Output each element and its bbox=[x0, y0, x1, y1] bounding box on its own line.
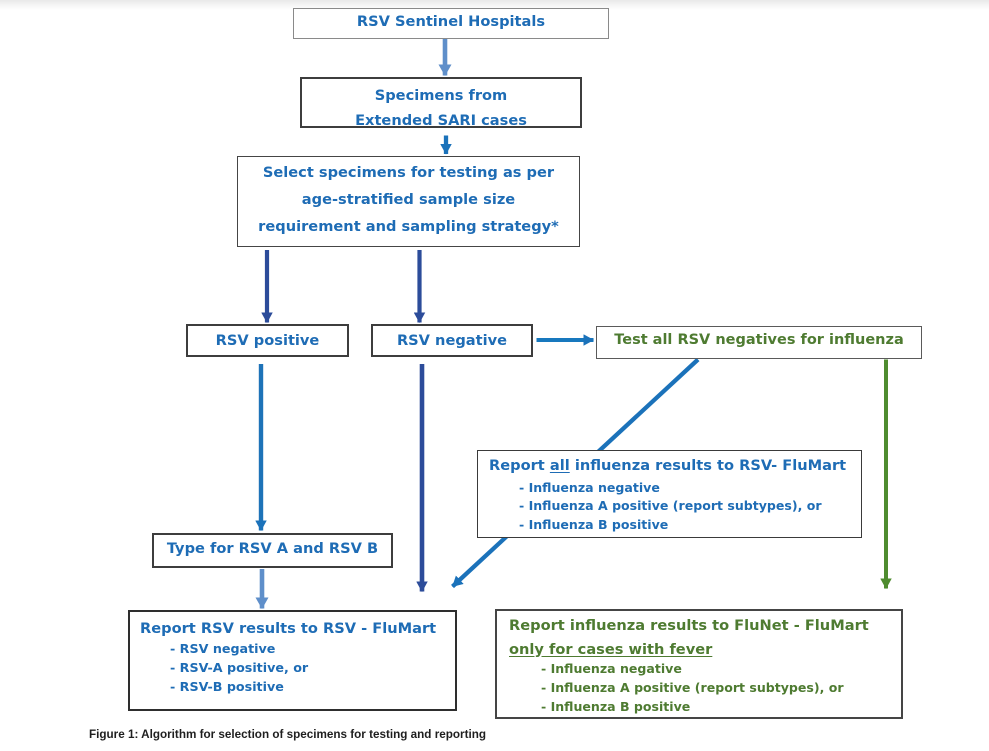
figure-caption: Figure 1: Algorithm for selection of spe… bbox=[89, 727, 486, 741]
list-item: - Influenza A positive (report subtypes)… bbox=[541, 680, 844, 695]
node-report-influenza-to-flunet: Report influenza results to FluNet - Flu… bbox=[495, 609, 903, 719]
list-item: - RSV negative bbox=[170, 641, 276, 656]
node-rsv-positive-label: RSV positive bbox=[215, 332, 320, 349]
node-select-line2: age-stratified sample size bbox=[301, 191, 516, 208]
node-test-all-rsv-negatives: Test all RSV negatives for influenza bbox=[596, 326, 922, 359]
node-select-specimens: Select specimens for testing as per age-… bbox=[237, 156, 580, 247]
list-item: - Influenza A positive (report subtypes)… bbox=[519, 498, 822, 514]
list-item: - Influenza negative bbox=[541, 661, 682, 676]
list-item: - Influenza B positive bbox=[541, 699, 691, 714]
node-report-rsv-results-title: Report RSV results to RSV - FluMart bbox=[140, 619, 437, 637]
node-type-for-rsv-a-and-b-label: Type for RSV A and RSV B bbox=[166, 539, 379, 557]
node-report-influenza-to-rsv-flumart: Report all influenza results to RSV- Flu… bbox=[477, 450, 862, 538]
list-item: - Influenza negative bbox=[519, 479, 660, 495]
node-report-influenza-to-flunet-subtitle: only for cases with fever bbox=[509, 640, 713, 658]
node-report-influenza-to-flunet-title: Report influenza results to FluNet - Flu… bbox=[509, 616, 869, 634]
node-report-rsv-results: Report RSV results to RSV - FluMart - RS… bbox=[128, 610, 457, 711]
node-rsv-positive: RSV positive bbox=[186, 324, 349, 357]
title-suffix: influenza results to RSV- FluMart bbox=[569, 457, 847, 474]
list-item: - RSV-A positive, or bbox=[170, 660, 309, 675]
node-specimens-line2: Extended SARI cases bbox=[355, 111, 527, 129]
node-test-all-rsv-negatives-label: Test all RSV negatives for influenza bbox=[614, 331, 904, 348]
node-type-for-rsv-a-and-b: Type for RSV A and RSV B bbox=[152, 533, 393, 568]
title-prefix: Report bbox=[489, 457, 550, 474]
node-select-line3: requirement and sampling strategy* bbox=[258, 218, 559, 235]
node-select-line1: Select specimens for testing as per bbox=[262, 164, 555, 181]
node-specimens-from-extended-sari: Specimens from Extended SARI cases bbox=[300, 77, 582, 129]
node-rsv-negative-label: RSV negative bbox=[396, 332, 508, 349]
node-rsv-sentinel-hospitals-label: RSV Sentinel Hospitals bbox=[356, 12, 546, 30]
list-item: - Influenza B positive bbox=[519, 516, 669, 532]
title-underlined-word: all bbox=[549, 457, 570, 474]
list-item: - RSV-B positive bbox=[170, 679, 284, 694]
node-rsv-sentinel-hospitals: RSV Sentinel Hospitals bbox=[293, 8, 609, 39]
page-top-shadow bbox=[0, 0, 989, 12]
node-specimens-line1: Specimens from bbox=[374, 86, 508, 104]
node-rsv-negative: RSV negative bbox=[371, 324, 533, 357]
node-report-influenza-to-rsv-flumart-title: Report all influenza results to RSV- Flu… bbox=[489, 455, 853, 477]
